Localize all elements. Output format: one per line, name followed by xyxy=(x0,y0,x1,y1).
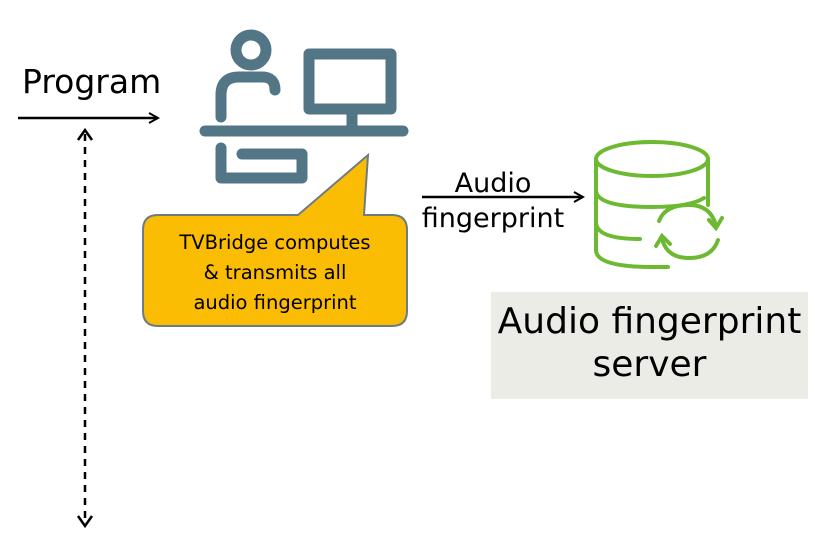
server-label-box xyxy=(491,292,808,399)
timeline-arrow xyxy=(76,127,94,529)
audio-fingerprint-edge-label: Audio fingerprint xyxy=(421,168,565,234)
server-label: Audio fingerprint server xyxy=(497,301,802,385)
database-sync-icon xyxy=(594,140,724,269)
program-label: Program xyxy=(22,62,162,101)
person-at-computer-icon xyxy=(199,29,409,184)
callout-text: TVBridge computes & transmits all audio … xyxy=(179,231,371,314)
callout-bubble xyxy=(142,152,408,327)
